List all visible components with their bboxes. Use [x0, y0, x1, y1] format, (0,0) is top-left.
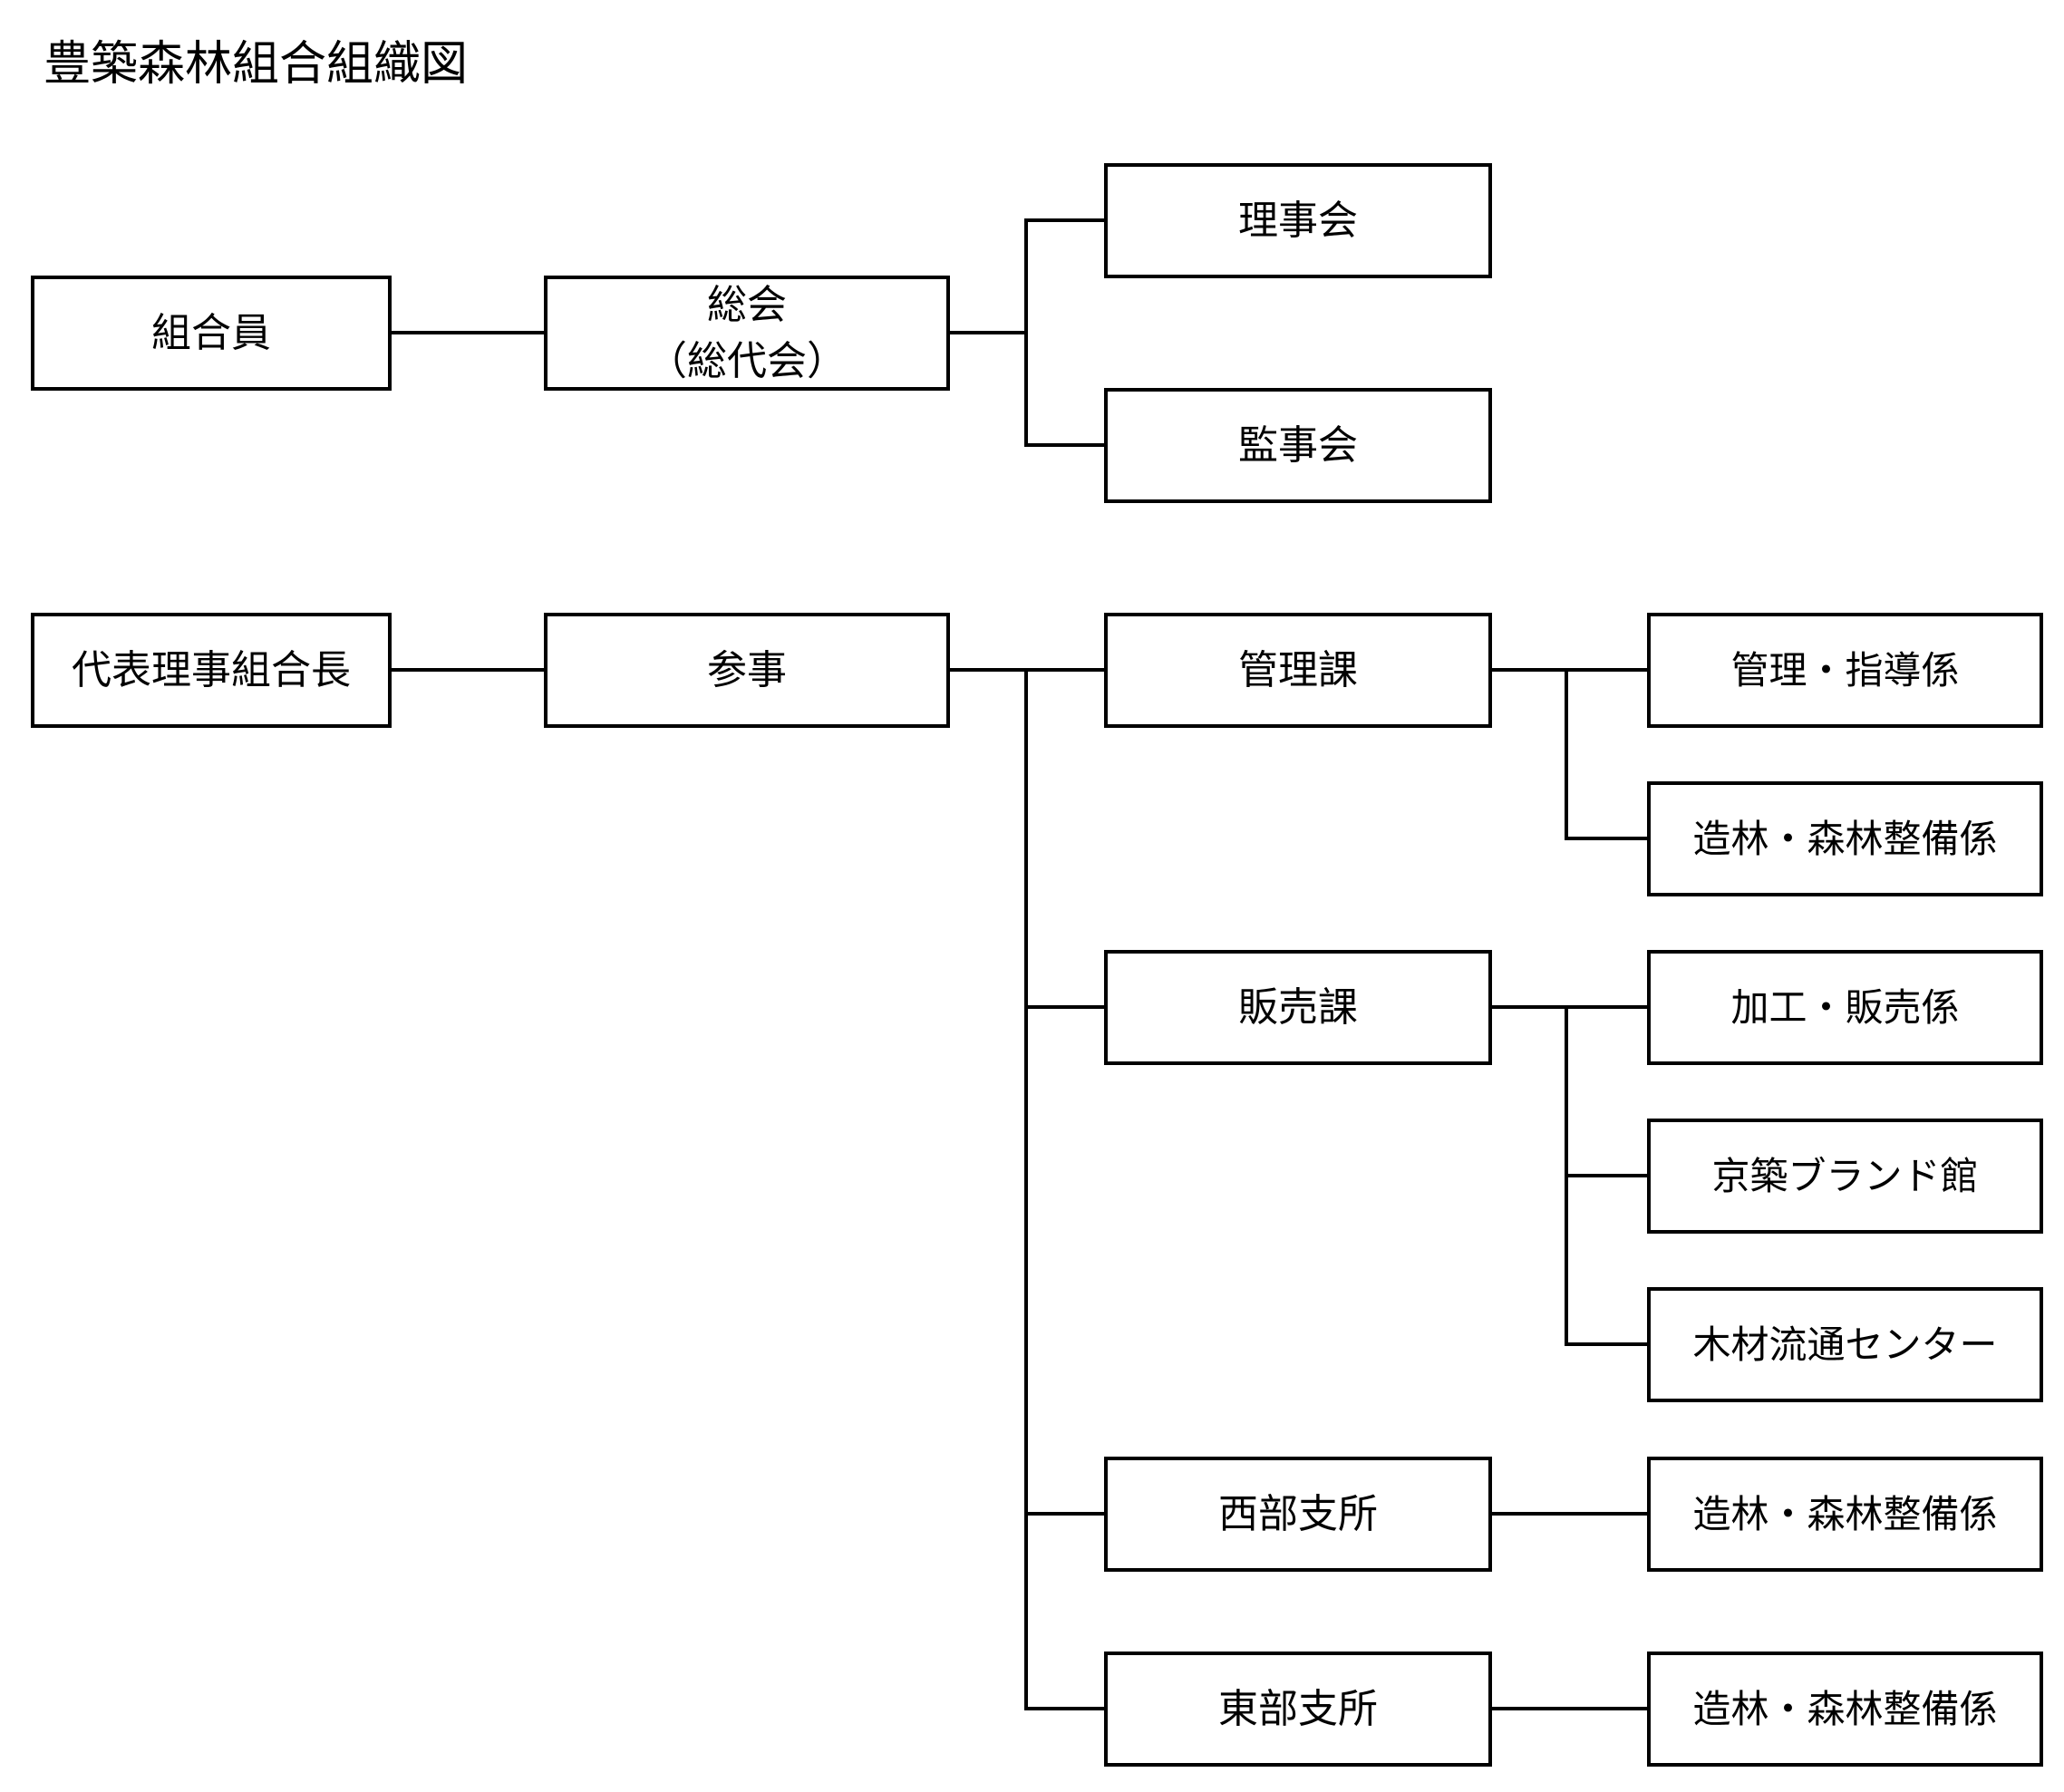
node-auditors: 監事会: [1104, 388, 1492, 503]
node-management-guidance-unit: 管理・指導係: [1647, 613, 2043, 728]
node-sales-section: 販売課: [1104, 950, 1492, 1065]
node-afforestation-unit-1-label: 造林・森林整備係: [1692, 816, 1998, 861]
node-timber-distribution-center-label: 木材流通センター: [1692, 1322, 1998, 1367]
node-western-branch: 西部支所: [1104, 1457, 1492, 1572]
node-kyochiku-brand-hall: 京築ブランド館: [1647, 1119, 2043, 1234]
node-management-section-label: 管理課: [1238, 646, 1358, 693]
node-western-branch-label: 西部支所: [1218, 1490, 1378, 1537]
node-counselor: 参事: [544, 613, 950, 728]
node-counselor-label: 参事: [707, 646, 787, 693]
node-eastern-branch-label: 東部支所: [1218, 1685, 1378, 1732]
node-sales-section-label: 販売課: [1238, 983, 1358, 1031]
node-kyochiku-brand-hall-label: 京築ブランド館: [1711, 1153, 1979, 1198]
node-board-of-directors-label: 理事会: [1238, 197, 1358, 244]
node-board-of-directors: 理事会: [1104, 163, 1492, 278]
node-afforestation-unit-3: 造林・森林整備係: [1647, 1652, 2043, 1767]
page-title: 豊築森林組合組織図: [44, 37, 469, 92]
node-afforestation-unit-2-label: 造林・森林整備係: [1692, 1491, 1998, 1536]
node-processing-sales-unit-label: 加工・販売係: [1730, 984, 1960, 1030]
node-auditors-label: 監事会: [1238, 421, 1358, 469]
node-general-assembly-label-2: （総代会）: [647, 337, 847, 384]
node-general-assembly-label-1: 総会: [707, 281, 787, 328]
node-timber-distribution-center: 木材流通センター: [1647, 1287, 2043, 1402]
node-general-assembly: 総会 （総代会）: [544, 276, 950, 391]
node-members: 組合員: [31, 276, 392, 391]
node-afforestation-unit-3-label: 造林・森林整備係: [1692, 1686, 1998, 1731]
node-management-guidance-unit-label: 管理・指導係: [1730, 647, 1960, 693]
node-management-section: 管理課: [1104, 613, 1492, 728]
node-processing-sales-unit: 加工・販売係: [1647, 950, 2043, 1065]
node-afforestation-unit-1: 造林・森林整備係: [1647, 781, 2043, 896]
node-representative-director-label: 代表理事組合長: [72, 646, 351, 693]
node-eastern-branch: 東部支所: [1104, 1652, 1492, 1767]
node-members-label: 組合員: [151, 309, 271, 356]
node-afforestation-unit-2: 造林・森林整備係: [1647, 1457, 2043, 1572]
node-representative-director: 代表理事組合長: [31, 613, 392, 728]
